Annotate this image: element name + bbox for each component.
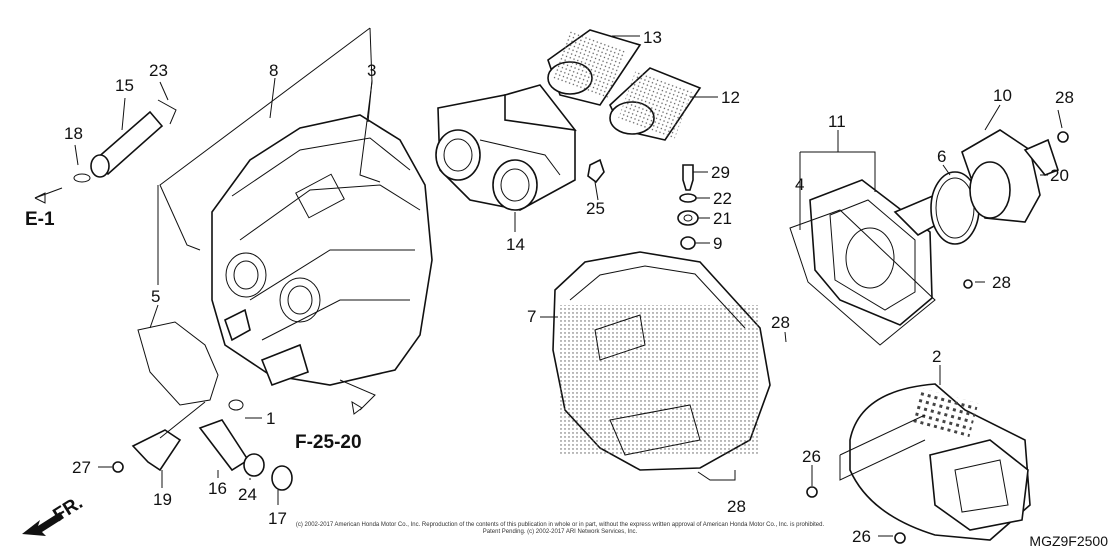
callout-7: 7 bbox=[527, 307, 536, 326]
callout-11: 11 bbox=[828, 112, 846, 131]
callout-21: 21 bbox=[713, 209, 732, 228]
callout-9: 9 bbox=[713, 234, 722, 253]
drain-parts-lower bbox=[112, 399, 293, 491]
callout-26-lower: 26 bbox=[852, 527, 871, 546]
callout-6: 6 bbox=[937, 147, 946, 166]
callout-15: 15 bbox=[115, 76, 134, 95]
callout-27: 27 bbox=[72, 458, 91, 477]
callout-28-right: 28 bbox=[992, 273, 1011, 292]
callout-1: 1 bbox=[266, 409, 275, 428]
callout-14: 14 bbox=[506, 235, 525, 254]
fastener-stack bbox=[677, 164, 699, 250]
leader-lines bbox=[34, 27, 1063, 537]
callout-25: 25 bbox=[586, 199, 605, 218]
outlet-cap bbox=[930, 129, 1069, 289]
callout-8: 8 bbox=[269, 61, 278, 80]
bolt bbox=[587, 158, 605, 184]
element-housing bbox=[789, 179, 947, 346]
callout-28-mid: 28 bbox=[771, 313, 790, 332]
callout-13: 13 bbox=[643, 28, 662, 47]
throttle-body bbox=[435, 84, 577, 211]
callout-22: 22 bbox=[713, 189, 732, 208]
copyright-line-1: (c) 2002-2017 American Honda Motor Co., … bbox=[296, 522, 825, 528]
callout-19: 19 bbox=[153, 490, 172, 509]
air-funnels bbox=[547, 29, 702, 141]
air-cleaner-case bbox=[552, 251, 771, 471]
callout-2: 2 bbox=[932, 347, 941, 366]
callout-labels: 1 2 3 4 5 6 7 8 9 10 11 12 13 14 15 16 1… bbox=[64, 28, 1074, 546]
callout-4: 4 bbox=[795, 175, 804, 194]
callout-23: 23 bbox=[149, 61, 168, 80]
copyright-line-2: Patent Pending. (c) 2002-2017 ARI Networ… bbox=[483, 529, 638, 535]
callout-26-upper: 26 bbox=[802, 447, 821, 466]
callout-24: 24 bbox=[238, 485, 257, 504]
callout-12: 12 bbox=[721, 88, 740, 107]
callout-28-cap: 28 bbox=[1055, 88, 1074, 107]
callout-5: 5 bbox=[151, 287, 160, 306]
callout-18: 18 bbox=[64, 124, 83, 143]
air-cleaner-housing bbox=[211, 114, 433, 387]
callout-20: 20 bbox=[1050, 166, 1069, 185]
callout-16: 16 bbox=[208, 479, 227, 498]
callout-17: 17 bbox=[268, 509, 287, 528]
air-filter-element bbox=[806, 383, 1031, 544]
callout-10: 10 bbox=[993, 86, 1012, 105]
callout-3: 3 bbox=[367, 61, 376, 80]
gasket bbox=[137, 321, 219, 406]
reference-e1: E-1 bbox=[25, 209, 55, 230]
callout-28-bottom: 28 bbox=[727, 497, 746, 516]
drain-tube-upper bbox=[73, 99, 177, 183]
callout-29: 29 bbox=[711, 163, 730, 182]
reference-f-25-20: F-25-20 bbox=[295, 432, 362, 453]
diagram-code: MGZ9F2500 bbox=[1029, 533, 1108, 549]
front-direction-arrow: FR. bbox=[22, 492, 87, 536]
